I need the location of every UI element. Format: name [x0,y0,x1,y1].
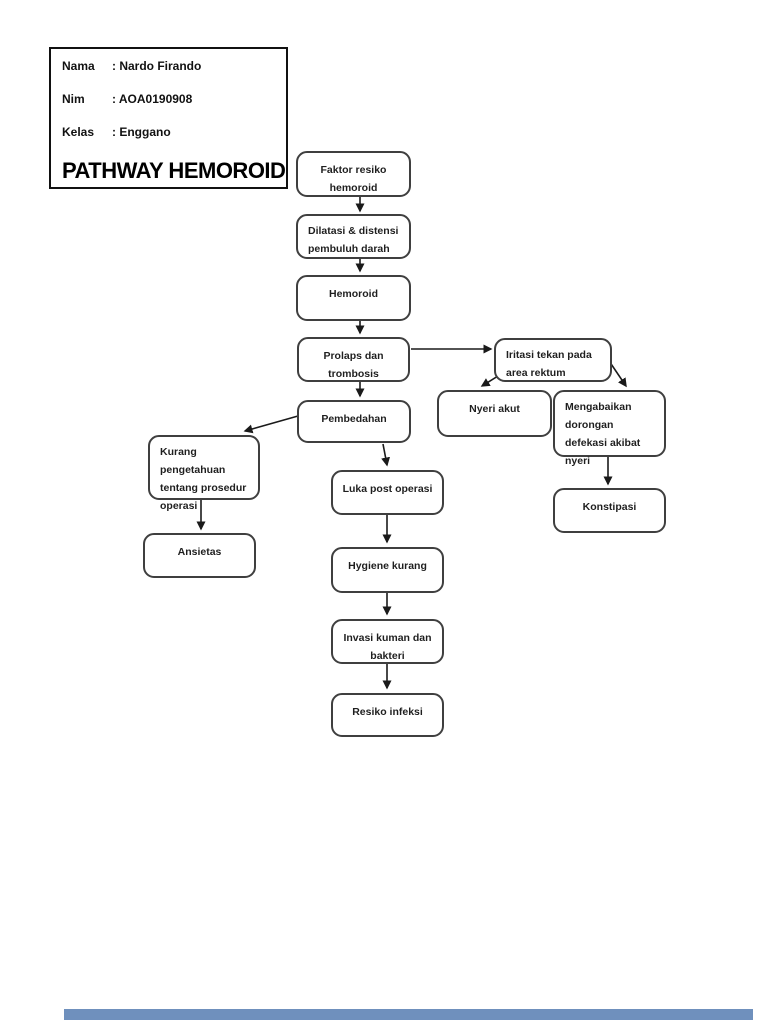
info-row-nama: Nama : Nardo Firando [62,59,278,73]
node-ansietas: Ansietas [143,533,256,578]
kelas-label: Kelas [62,125,95,139]
node-prolaps: Prolaps dan trombosis [297,337,410,382]
nim-label: Nim [62,92,85,106]
student-info-box: Nama : Nardo Firando Nim : AOA0190908 Ke… [49,47,288,189]
info-row-nim: Nim : AOA0190908 [62,92,278,106]
nama-label: Nama [62,59,95,73]
page-title: PATHWAY HEMOROID [62,158,286,183]
node-pembedahan: Pembedahan [297,400,411,443]
node-kurang-pengetahuan: Kurang pengetahuan tentang prosedur oper… [148,435,260,512]
node-faktor-resiko: Faktor resiko hemoroid [296,151,411,197]
node-iritasi: Iritasi tekan pada area rektum [494,338,612,382]
nama-value: : Nardo Firando [112,59,202,73]
node-dilatasi: Dilatasi & distensi pembuluh darah [296,214,411,259]
info-row-kelas: Kelas : Enggano [62,125,278,139]
node-invasi-kuman: Invasi kuman dan bakteri [331,619,444,664]
node-hygiene-kurang: Hygiene kurang [331,547,444,593]
viewer-progress-bar [64,1009,753,1020]
arrow-pembedahan-to-luka-post-operasi [381,443,391,467]
node-mengabaikan: Mengabaikan dorongan defekasi akibat nye… [553,390,666,467]
arrow-pembedahan-to-kurang-pengetahuan [243,415,299,434]
kelas-value: : Enggano [112,125,171,139]
node-resiko-infeksi: Resiko infeksi [331,693,444,737]
node-luka-post-operasi: Luka post operasi [331,470,444,515]
nim-value: : AOA0190908 [112,92,193,106]
node-nyeri-akut: Nyeri akut [437,390,552,437]
node-konstipasi: Konstipasi [553,488,666,533]
node-hemoroid: Hemoroid [296,275,411,321]
